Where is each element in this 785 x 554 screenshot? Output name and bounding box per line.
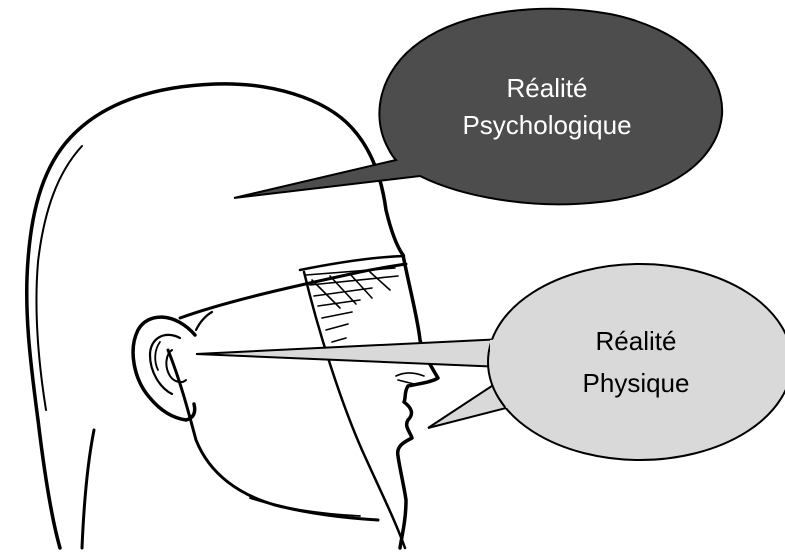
neck-back-line: [80, 428, 96, 550]
ear-icon: [131, 315, 197, 422]
physical-label-line2: Physique: [583, 368, 690, 398]
skull-sketch-line: [35, 145, 83, 411]
head-illustration: [24, 82, 440, 550]
psychological-reality-bubble: Réalité Psychologique: [233, 7, 724, 206]
psychological-bubble-shape: [233, 7, 724, 206]
nose-shading: [395, 372, 425, 385]
face-profile-icon: [395, 253, 440, 550]
physical-bubble-seam-cover: [490, 336, 532, 408]
band-upper-line: [298, 254, 406, 272]
physical-bubble-pointer: [195, 336, 528, 370]
physical-reality-bubble: Réalité Physique: [195, 263, 785, 461]
band-top-line: [178, 262, 408, 320]
jaw-line: [166, 348, 380, 522]
head-profile-icon: [24, 82, 405, 550]
jaw-sketch: [249, 497, 361, 517]
face-plane-edge: [302, 270, 407, 550]
psychological-label-line1: Réalité: [507, 73, 588, 103]
physical-label-line1: Réalité: [596, 326, 677, 356]
temple-line: [194, 310, 214, 332]
physical-bubble-shape: [487, 263, 785, 461]
psychological-label-line2: Psychologique: [462, 110, 631, 140]
eye-hatching: [305, 267, 399, 343]
